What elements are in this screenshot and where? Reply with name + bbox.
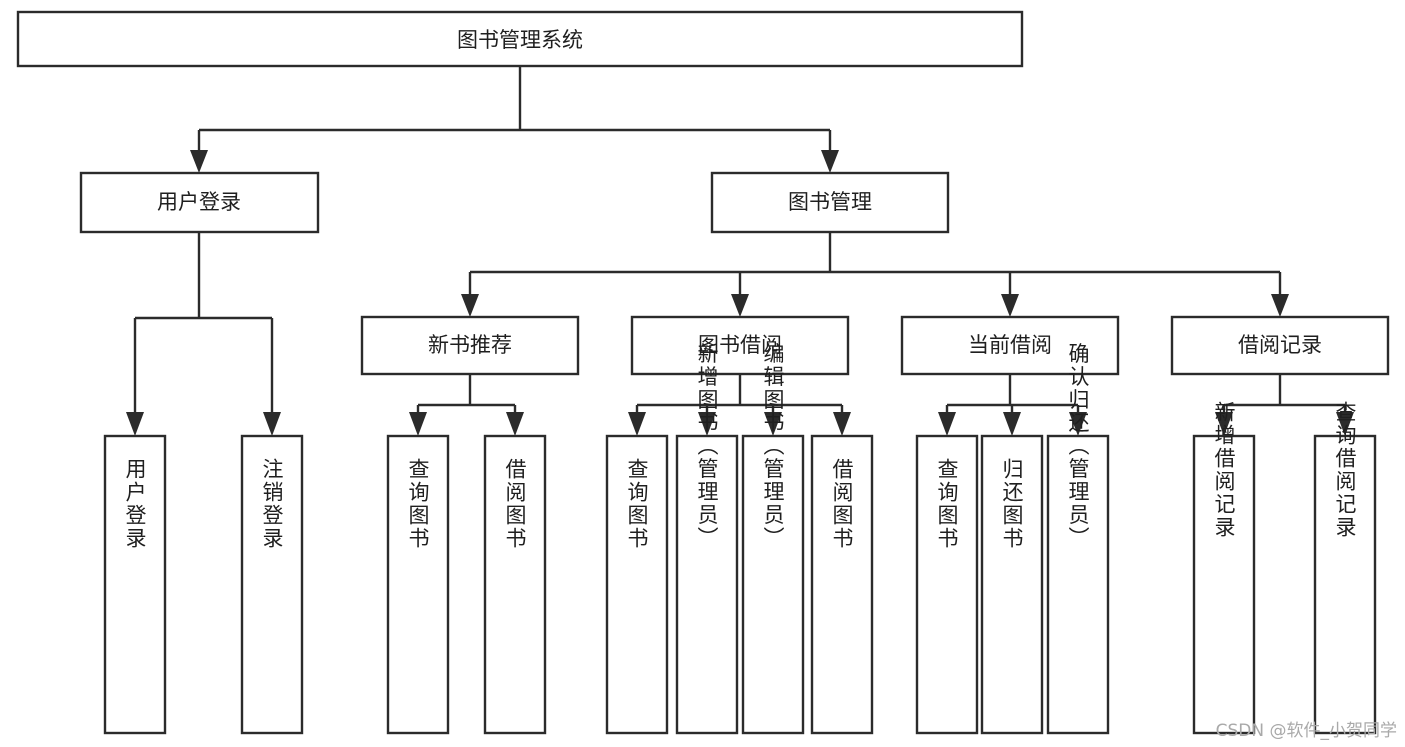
node-current-borrow-box[interactable] [900,315,1120,376]
node-book-manage[interactable]: 图书管理 [710,171,950,234]
node-leaf-query-book-borrow-label: 查询图书 [625,458,649,550]
node-leaf-user-login-label: 用户登录 [123,458,147,550]
node-user-login[interactable]: 用户登录 [79,171,320,234]
node-leaf-edit-book-admin-label: 编辑图书（管理员） [761,343,785,550]
node-leaf-add-borrow-record-box[interactable] [1192,434,1256,735]
node-book-manage-box[interactable] [710,171,950,234]
arrow-to-leaf-user-login [126,412,144,436]
node-borrow-record-label: 借阅记录 [1238,333,1322,357]
arrow-to-current-borrow [1001,294,1019,317]
arrow-to-leaf-add-borrow-record [1215,412,1233,436]
leaf-box-layer [103,434,1377,735]
arrow-to-leaf-borrow-book [833,412,851,436]
node-book-borrow-box[interactable] [630,315,850,376]
node-leaf-edit-book-admin-box[interactable] [741,434,805,735]
node-leaf-return-book-label: 归还图书 [1000,458,1024,550]
arrow-to-leaf-edit-book-admin [764,412,782,436]
arrow-to-leaf-borrow-book-recommend [506,412,524,436]
node-leaf-query-borrow-record-box[interactable] [1313,434,1377,735]
node-leaf-confirm-return-admin-box[interactable] [1046,434,1110,735]
node-current-borrow[interactable]: 当前借阅 [900,315,1120,376]
arrow-to-leaf-query-borrow-record [1336,412,1354,436]
node-user-login-label: 用户登录 [157,190,241,214]
node-leaf-query-book-borrow-box[interactable] [605,434,669,735]
node-leaf-borrow-book-recommend-box[interactable] [483,434,547,735]
leaf-label-layer: 用户登录 注销登录 查询图书 借阅图书 查询图书 新增图书（管理员） 编辑图书（… [123,343,1357,551]
node-leaf-query-book-current-box[interactable] [915,434,979,735]
node-leaf-logout-login-label: 注销登录 [260,458,284,550]
node-leaf-add-book-admin-label: 新增图书（管理员） [695,343,719,550]
node-book-borrow[interactable]: 图书借阅 [630,315,850,376]
node-leaf-borrow-book-box[interactable] [810,434,874,735]
node-leaf-add-book-admin-box[interactable] [675,434,739,735]
arrow-to-book-manage [821,150,839,173]
node-borrow-record-box[interactable] [1170,315,1390,376]
node-book-manage-label: 图书管理 [788,190,872,214]
node-leaf-query-borrow-record-label: 查询借阅记录 [1333,401,1357,539]
node-leaf-logout-login-box[interactable] [240,434,304,735]
arrow-to-borrow-record [1271,294,1289,317]
node-leaf-query-book-recommend-box[interactable] [386,434,450,735]
node-leaf-borrow-book-label: 借阅图书 [830,458,854,550]
node-new-book-recommend[interactable]: 新书推荐 [360,315,580,376]
node-leaf-user-login-box[interactable] [103,434,167,735]
arrow-to-leaf-add-book-admin [698,412,716,436]
arrow-to-leaf-query-book-recommend [409,412,427,436]
arrow-to-book-borrow [731,294,749,317]
node-book-borrow-label: 图书借阅 [698,333,782,357]
arrow-to-leaf-return-book [1003,412,1021,436]
arrow-to-new-book-recommend [461,294,479,317]
arrow-to-leaf-logout-login [263,412,281,436]
connector-layer [126,66,1354,436]
arrow-to-user-login [190,150,208,173]
node-root-label: 图书管理系统 [457,28,583,52]
node-leaf-add-borrow-record-label: 新增借阅记录 [1212,401,1236,539]
node-new-book-recommend-box[interactable] [360,315,580,376]
node-leaf-borrow-book-recommend-label: 借阅图书 [503,458,527,550]
arrow-to-leaf-query-book-current [938,412,956,436]
node-leaf-confirm-return-admin-label: 确认归还（管理员） [1066,343,1090,550]
node-new-book-recommend-label: 新书推荐 [428,333,512,357]
node-borrow-record[interactable]: 借阅记录 [1170,315,1390,376]
node-current-borrow-label: 当前借阅 [968,333,1052,357]
node-leaf-query-book-current-label: 查询图书 [935,458,959,550]
node-root[interactable]: 图书管理系统 [16,10,1024,68]
arrow-to-leaf-confirm-return-admin [1069,412,1087,436]
node-leaf-return-book-box[interactable] [980,434,1044,735]
node-user-login-box[interactable] [79,171,320,234]
watermark-text: CSDN @软件_小贺同学 [1215,721,1397,741]
node-root-box[interactable] [16,10,1024,68]
arrow-to-leaf-query-book-borrow [628,412,646,436]
node-leaf-query-book-recommend-label: 查询图书 [406,458,430,550]
